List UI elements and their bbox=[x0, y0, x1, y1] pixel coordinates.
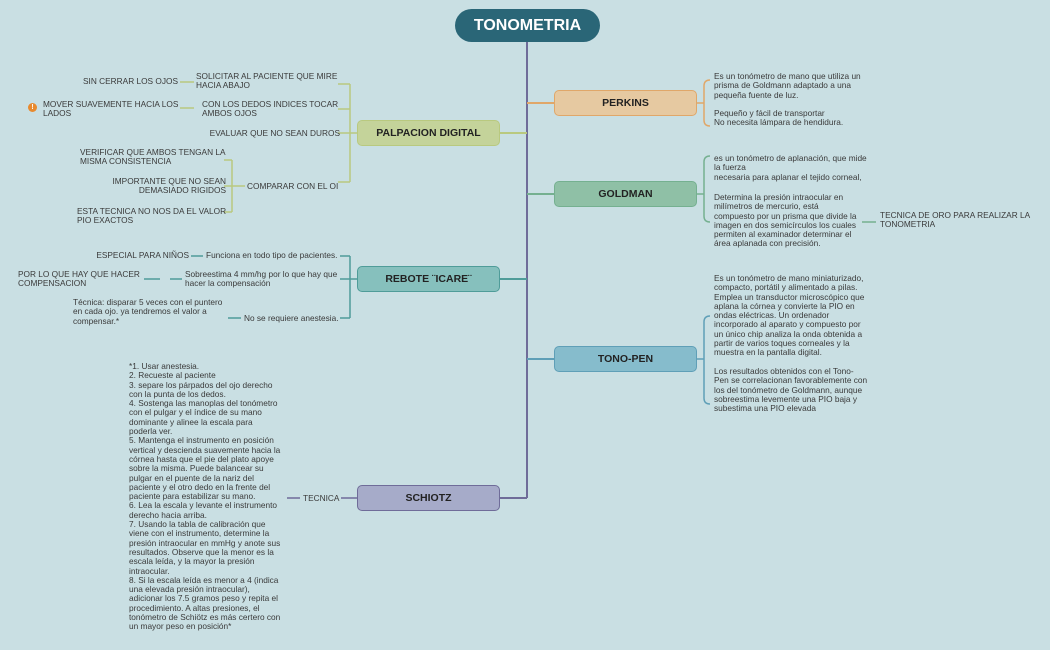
palpacion-item-mirar-abajo[interactable]: SOLICITAR AL PACIENTE QUE MIRE HACIA ABA… bbox=[196, 71, 338, 91]
topic-goldman[interactable]: GOLDMAN bbox=[554, 181, 697, 207]
topic-schiotz[interactable]: SCHIOTZ bbox=[357, 485, 500, 511]
palpacion-item-comparar[interactable]: COMPARAR CON EL OI bbox=[247, 181, 339, 191]
goldman-description-2[interactable]: Determina la presión intraocular en milí… bbox=[714, 192, 857, 249]
schiotz-technique-steps[interactable]: *1. Usar anestesia. 2. Recueste al pacie… bbox=[129, 361, 281, 632]
rebote-item-anestesia[interactable]: No se requiere anestesia. bbox=[244, 313, 339, 323]
palpacion-subitem-valor-pio[interactable]: ESTA TECNICA NO NOS DA EL VALOR PIO EXAC… bbox=[77, 206, 227, 226]
palpacion-subitem-verificar[interactable]: VERIFICAR QUE AMBOS TENGAN LA MISMA CONS… bbox=[80, 147, 226, 167]
rebote-subitem-compensacion[interactable]: POR LO QUE HAY QUE HACER COMPENSACION bbox=[18, 269, 140, 289]
goldman-description-1[interactable]: es un tonómetro de aplanación, que mide … bbox=[714, 153, 867, 182]
goldman-gold-standard-note[interactable]: TECNICA DE ORO PARA REALIZAR LA TONOMETR… bbox=[880, 210, 1031, 230]
topic-perkins[interactable]: PERKINS bbox=[554, 90, 697, 116]
palpacion-item-dedos-indices[interactable]: CON LOS DEDOS INDICES TOCAR AMBOS OJOS bbox=[202, 99, 339, 119]
palpacion-subitem-no-rigidos[interactable]: IMPORTANTE QUE NO SEAN DEMASIADO RIGIDOS bbox=[112, 176, 226, 196]
palpacion-subitem-mover-suavemente[interactable]: MOVER SUAVEMENTE HACIA LOS LADOS bbox=[43, 99, 179, 119]
schiotz-item-tecnica[interactable]: TECNICA bbox=[303, 493, 340, 503]
rebote-item-todo-tipo[interactable]: Funciona en todo tipo de pacientes. bbox=[206, 250, 338, 260]
perkins-description[interactable]: Es un tonómetro de mano que utiliza un p… bbox=[714, 71, 861, 128]
tonopen-description[interactable]: Es un tonómetro de mano miniaturizado, c… bbox=[714, 273, 868, 414]
topic-rebote-icare[interactable]: REBOTE ¨ICARE¨ bbox=[357, 266, 500, 292]
topic-palpacion-digital[interactable]: PALPACION DIGITAL bbox=[357, 120, 500, 146]
rebote-subitem-ninos[interactable]: ESPECIAL PARA NIÑOS bbox=[96, 250, 189, 260]
central-topic[interactable]: TONOMETRIA bbox=[455, 9, 600, 42]
rebote-item-sobreestima[interactable]: Sobreestima 4 mm/hg por lo que hay que h… bbox=[185, 269, 338, 289]
topic-tonopen[interactable]: TONO-PEN bbox=[554, 346, 697, 372]
palpacion-item-evaluar[interactable]: EVALUAR QUE NO SEAN DUROS bbox=[209, 128, 340, 138]
info-badge-icon[interactable]: ! bbox=[28, 103, 37, 112]
rebote-subitem-tecnica[interactable]: Técnica: disparar 5 veces con el puntero… bbox=[73, 297, 223, 326]
palpacion-subitem-sin-cerrar[interactable]: SIN CERRAR LOS OJOS bbox=[83, 76, 178, 86]
